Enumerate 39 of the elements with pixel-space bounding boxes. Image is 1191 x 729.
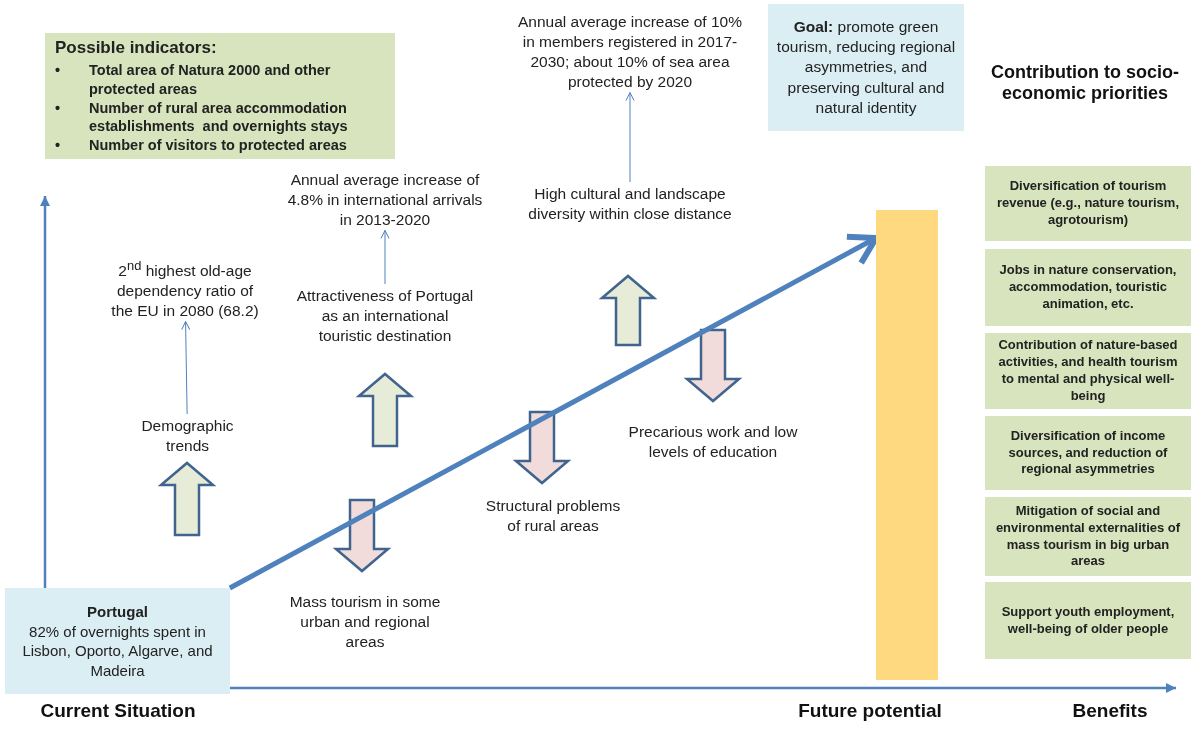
potential-bar [876,210,938,680]
goal-text: Goal: promote green tourism, reducing regional asymmetries, and preserving cultural and natural identity [776,17,956,118]
box-heading: Portugal [87,602,148,622]
axis-label: Current Situation [39,700,197,722]
benefit-box [985,166,1191,241]
bullet-item: • Number of visitors to protected areas [55,136,348,156]
text-label: 2$^{nd}$ highest old-age dependency ratio of the EU in 2080 (68.2) [105,256,265,322]
text-label: Attractiveness of Portugal as an international touristic destination [295,284,475,347]
text-label: Demographic trends [120,414,255,457]
text-label: Structural problems of rural areas [478,494,628,537]
text-label: Annual average increase of 10% in members registered in 2017-2030; about 10% of sea area protected by 2020 [515,10,745,93]
box-text: 82% of overnights spent in Lisbon, Oporto, Algarve, and Madeira [21,621,214,680]
arrow [625,92,635,183]
text-label: Precarious work and low levels of education [628,420,798,463]
panel-heading: Possible indicators: [55,36,217,59]
benefit-text: Diversification of income sources, and reduction of regional asymmetries [1007,427,1169,479]
text-label: High cultural and landscape diversity within close distance [510,182,750,225]
column-heading: Contribution to socio-economic priorities [990,62,1180,104]
text-label: Mass tourism in some urban and regional areas [280,590,450,653]
arrow [181,321,191,415]
benefit-text: Jobs in nature conservation, accommodation, touristic animation, etc. [998,262,1178,313]
text-label: Annual average increase of 4.8% in international arrivals in 2013-2020 [280,168,490,231]
benefit-box [985,497,1191,576]
axis-label: Benefits [1071,700,1149,722]
axis-label: Future potential [797,700,943,722]
arrow [380,229,390,285]
indicator-panel [45,33,395,159]
situation-box [5,588,230,694]
benefit-text: Contribution of nature-based activities, and health tourism to mental and physical well-being [997,337,1179,405]
benefit-box [985,249,1191,326]
benefit-text: Support youth employment, well-being of older people [1000,603,1176,638]
bullet-item: • Total area of Natura 2000 and other protected areas [55,60,332,99]
goal-box [768,4,964,131]
benefit-text: Diversification of tourism revenue (e.g., nature tourism, agrotourism) [995,178,1180,229]
benefit-box [985,416,1191,490]
benefit-box [985,582,1191,659]
bullet-item: • Number of rural area accommodation establishments and overnights stays [55,98,349,137]
benefit-box [985,333,1191,409]
benefit-text: Mitigation of social and environmental externalities of mass tourism in big urban areas [994,502,1182,571]
